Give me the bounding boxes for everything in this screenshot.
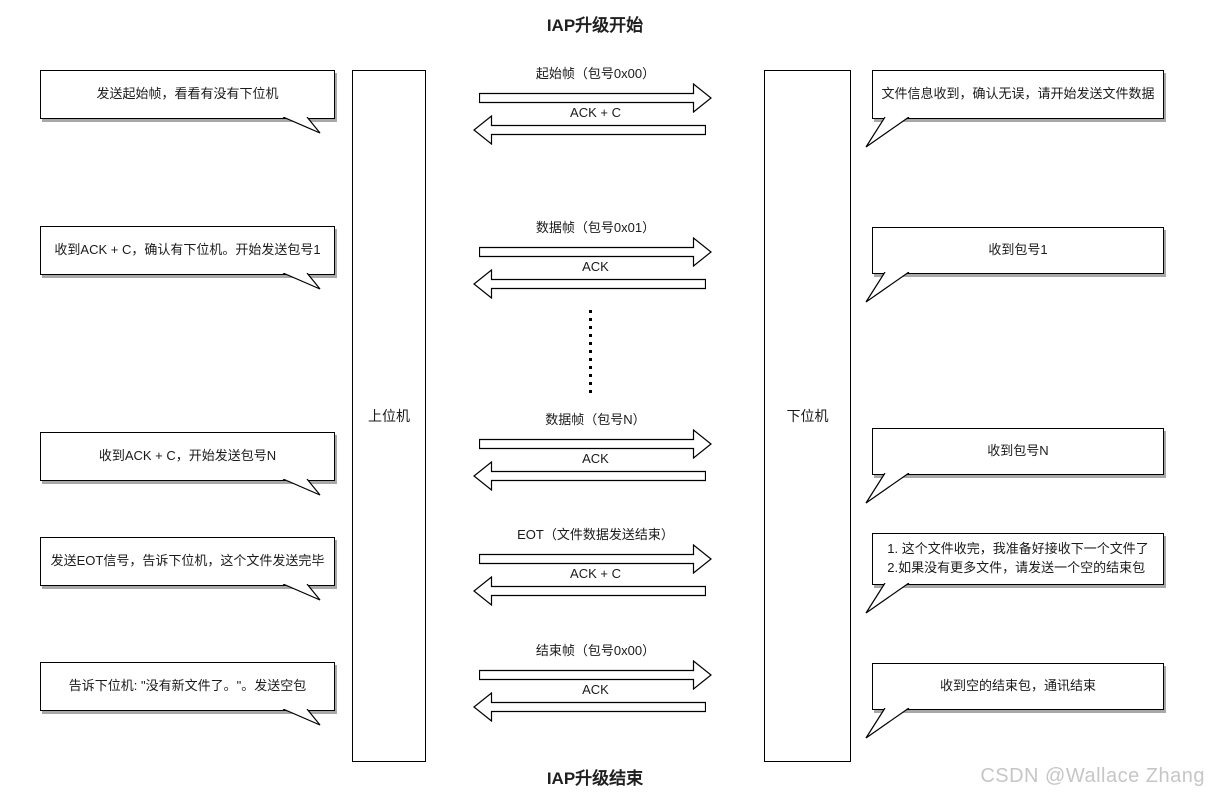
message-pair-end-frame: 结束帧（包号0x00） ACK: [473, 640, 712, 726]
device-note-received-pkg1: 收到包号1: [865, 227, 1164, 303]
response-label: ACK: [582, 259, 609, 274]
callout-text: 发送起始帧，看看有没有下位机: [96, 86, 279, 102]
request-label: 起始帧（包号0x00）: [535, 66, 656, 81]
message-pair-eot: EOT（文件数据发送结束） ACK + C: [473, 524, 712, 610]
csdn-watermark: CSDN @Wallace Zhang: [980, 765, 1205, 787]
callout-tail: [865, 473, 910, 504]
arrow-right-icon: [479, 660, 712, 690]
callout-tail: [865, 272, 910, 303]
callout-text: 发送EOT信号，告诉下位机，这个文件发送完毕: [50, 553, 325, 569]
callout-text: 收到ACK + C，确认有下位机。开始发送包号1: [54, 242, 321, 258]
response-label: ACK: [582, 451, 609, 466]
response-label: ACK + C: [570, 566, 621, 581]
response-label: ACK: [582, 682, 609, 697]
arrow-right-icon: [479, 544, 712, 574]
request-label: 数据帧（包号0x01）: [535, 220, 656, 235]
callout-text: 收到空的结束包，通讯结束: [939, 678, 1096, 694]
callout-tail: [282, 479, 321, 496]
arrow-left-icon: [473, 692, 706, 722]
arrow-left-icon: [473, 461, 706, 491]
callout-tail: [865, 583, 910, 614]
host-note-send-start-frame: 发送起始帧，看看有没有下位机: [40, 70, 335, 134]
callout-tail: [282, 117, 321, 134]
callout-tail: [282, 273, 321, 290]
lifeline-device: 下位机: [764, 70, 851, 762]
callout-text: 收到包号1: [988, 242, 1048, 258]
callout-tail: [282, 709, 321, 726]
response-label: ACK + C: [570, 105, 621, 120]
callout-tail: [865, 708, 910, 739]
lifeline-device-label: 下位机: [786, 408, 829, 424]
device-note-file-complete: 1. 这个文件收完，我准备好接收下一个文件了 2.如果没有更多文件，请发送一个空…: [865, 533, 1164, 614]
arrow-right-icon: [479, 83, 712, 113]
host-note-send-eot: 发送EOT信号，告诉下位机，这个文件发送完毕: [40, 537, 335, 601]
diagram-title-end: IAP升级结束: [546, 769, 644, 788]
host-note-ack-received-send-pkgN: 收到ACK + C，开始发送包号N: [40, 432, 335, 496]
lifeline-host-label: 上位机: [368, 408, 410, 424]
arrow-right-icon: [479, 429, 712, 459]
arrow-left-icon: [473, 576, 706, 606]
host-note-send-empty-packet: 告诉下位机: "没有新文件了。"。发送空包: [40, 662, 335, 726]
callout-tail: [282, 584, 321, 601]
lifeline-host: 上位机: [352, 70, 426, 762]
callout-text: 收到ACK + C，开始发送包号N: [98, 448, 277, 464]
request-label: 结束帧（包号0x00）: [535, 643, 656, 658]
diagram-title-start: IAP升级开始: [546, 16, 644, 35]
message-pair-data-frame-N: 数据帧（包号N） ACK: [473, 409, 712, 495]
message-pair-data-frame-1: 数据帧（包号0x01） ACK: [473, 217, 712, 303]
request-label: EOT（文件数据发送结束）: [517, 527, 674, 542]
host-note-ack-received-send-pkg1: 收到ACK + C，确认有下位机。开始发送包号1: [40, 226, 335, 290]
device-note-file-info-received: 文件信息收到，确认无误，请开始发送文件数据: [865, 70, 1164, 148]
callout-text: 告诉下位机: "没有新文件了。"。发送空包: [68, 678, 307, 694]
callout-tail: [865, 117, 910, 148]
arrow-right-icon: [479, 237, 712, 267]
request-label: 数据帧（包号N）: [545, 412, 646, 427]
callout-text: 1. 这个文件收完，我准备好接收下一个文件了 2.如果没有更多文件，请发送一个空…: [887, 541, 1149, 575]
device-note-comm-end: 收到空的结束包，通讯结束: [865, 663, 1164, 739]
callout-text: 文件信息收到，确认无误，请开始发送文件数据: [881, 86, 1155, 102]
device-note-received-pkgN: 收到包号N: [865, 428, 1164, 504]
ellipsis-dotted-line: [589, 310, 592, 397]
arrow-left-icon: [473, 269, 706, 299]
callout-text: 收到包号N: [987, 443, 1049, 459]
message-pair-start-frame: 起始帧（包号0x00） ACK + C: [473, 63, 712, 149]
arrow-left-icon: [473, 115, 706, 145]
